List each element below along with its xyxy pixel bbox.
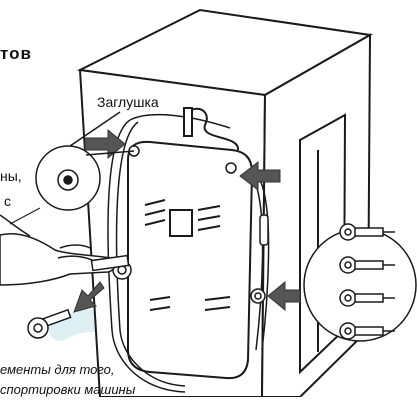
left-text-line1: ны, [0,168,22,184]
left-text-line2: с [4,193,11,209]
arrow-left-top [84,128,126,160]
plug-label: Заглушка [97,94,159,110]
back-cover [127,140,254,380]
section-heading-fragment: тов [0,44,32,63]
bolt-1 [339,223,395,241]
plug-zoom-callout [35,111,135,211]
power-cord [183,107,239,151]
removed-bolt [27,308,72,339]
arrow-down-left [73,281,105,313]
bolt-3 [339,289,395,307]
bolt-4 [339,322,395,340]
arrows [73,128,301,313]
bolts-kit-callout [303,223,417,342]
note-line2: спортировки машины [0,382,136,397]
note-line1: ементы для того, [0,362,115,377]
hand-with-wrench [0,214,130,286]
leader-line [9,207,41,225]
bolt-2 [339,256,395,274]
arrow-right-top [239,160,281,192]
arrow-right-bottom [267,280,301,312]
drain-hose [107,113,270,393]
